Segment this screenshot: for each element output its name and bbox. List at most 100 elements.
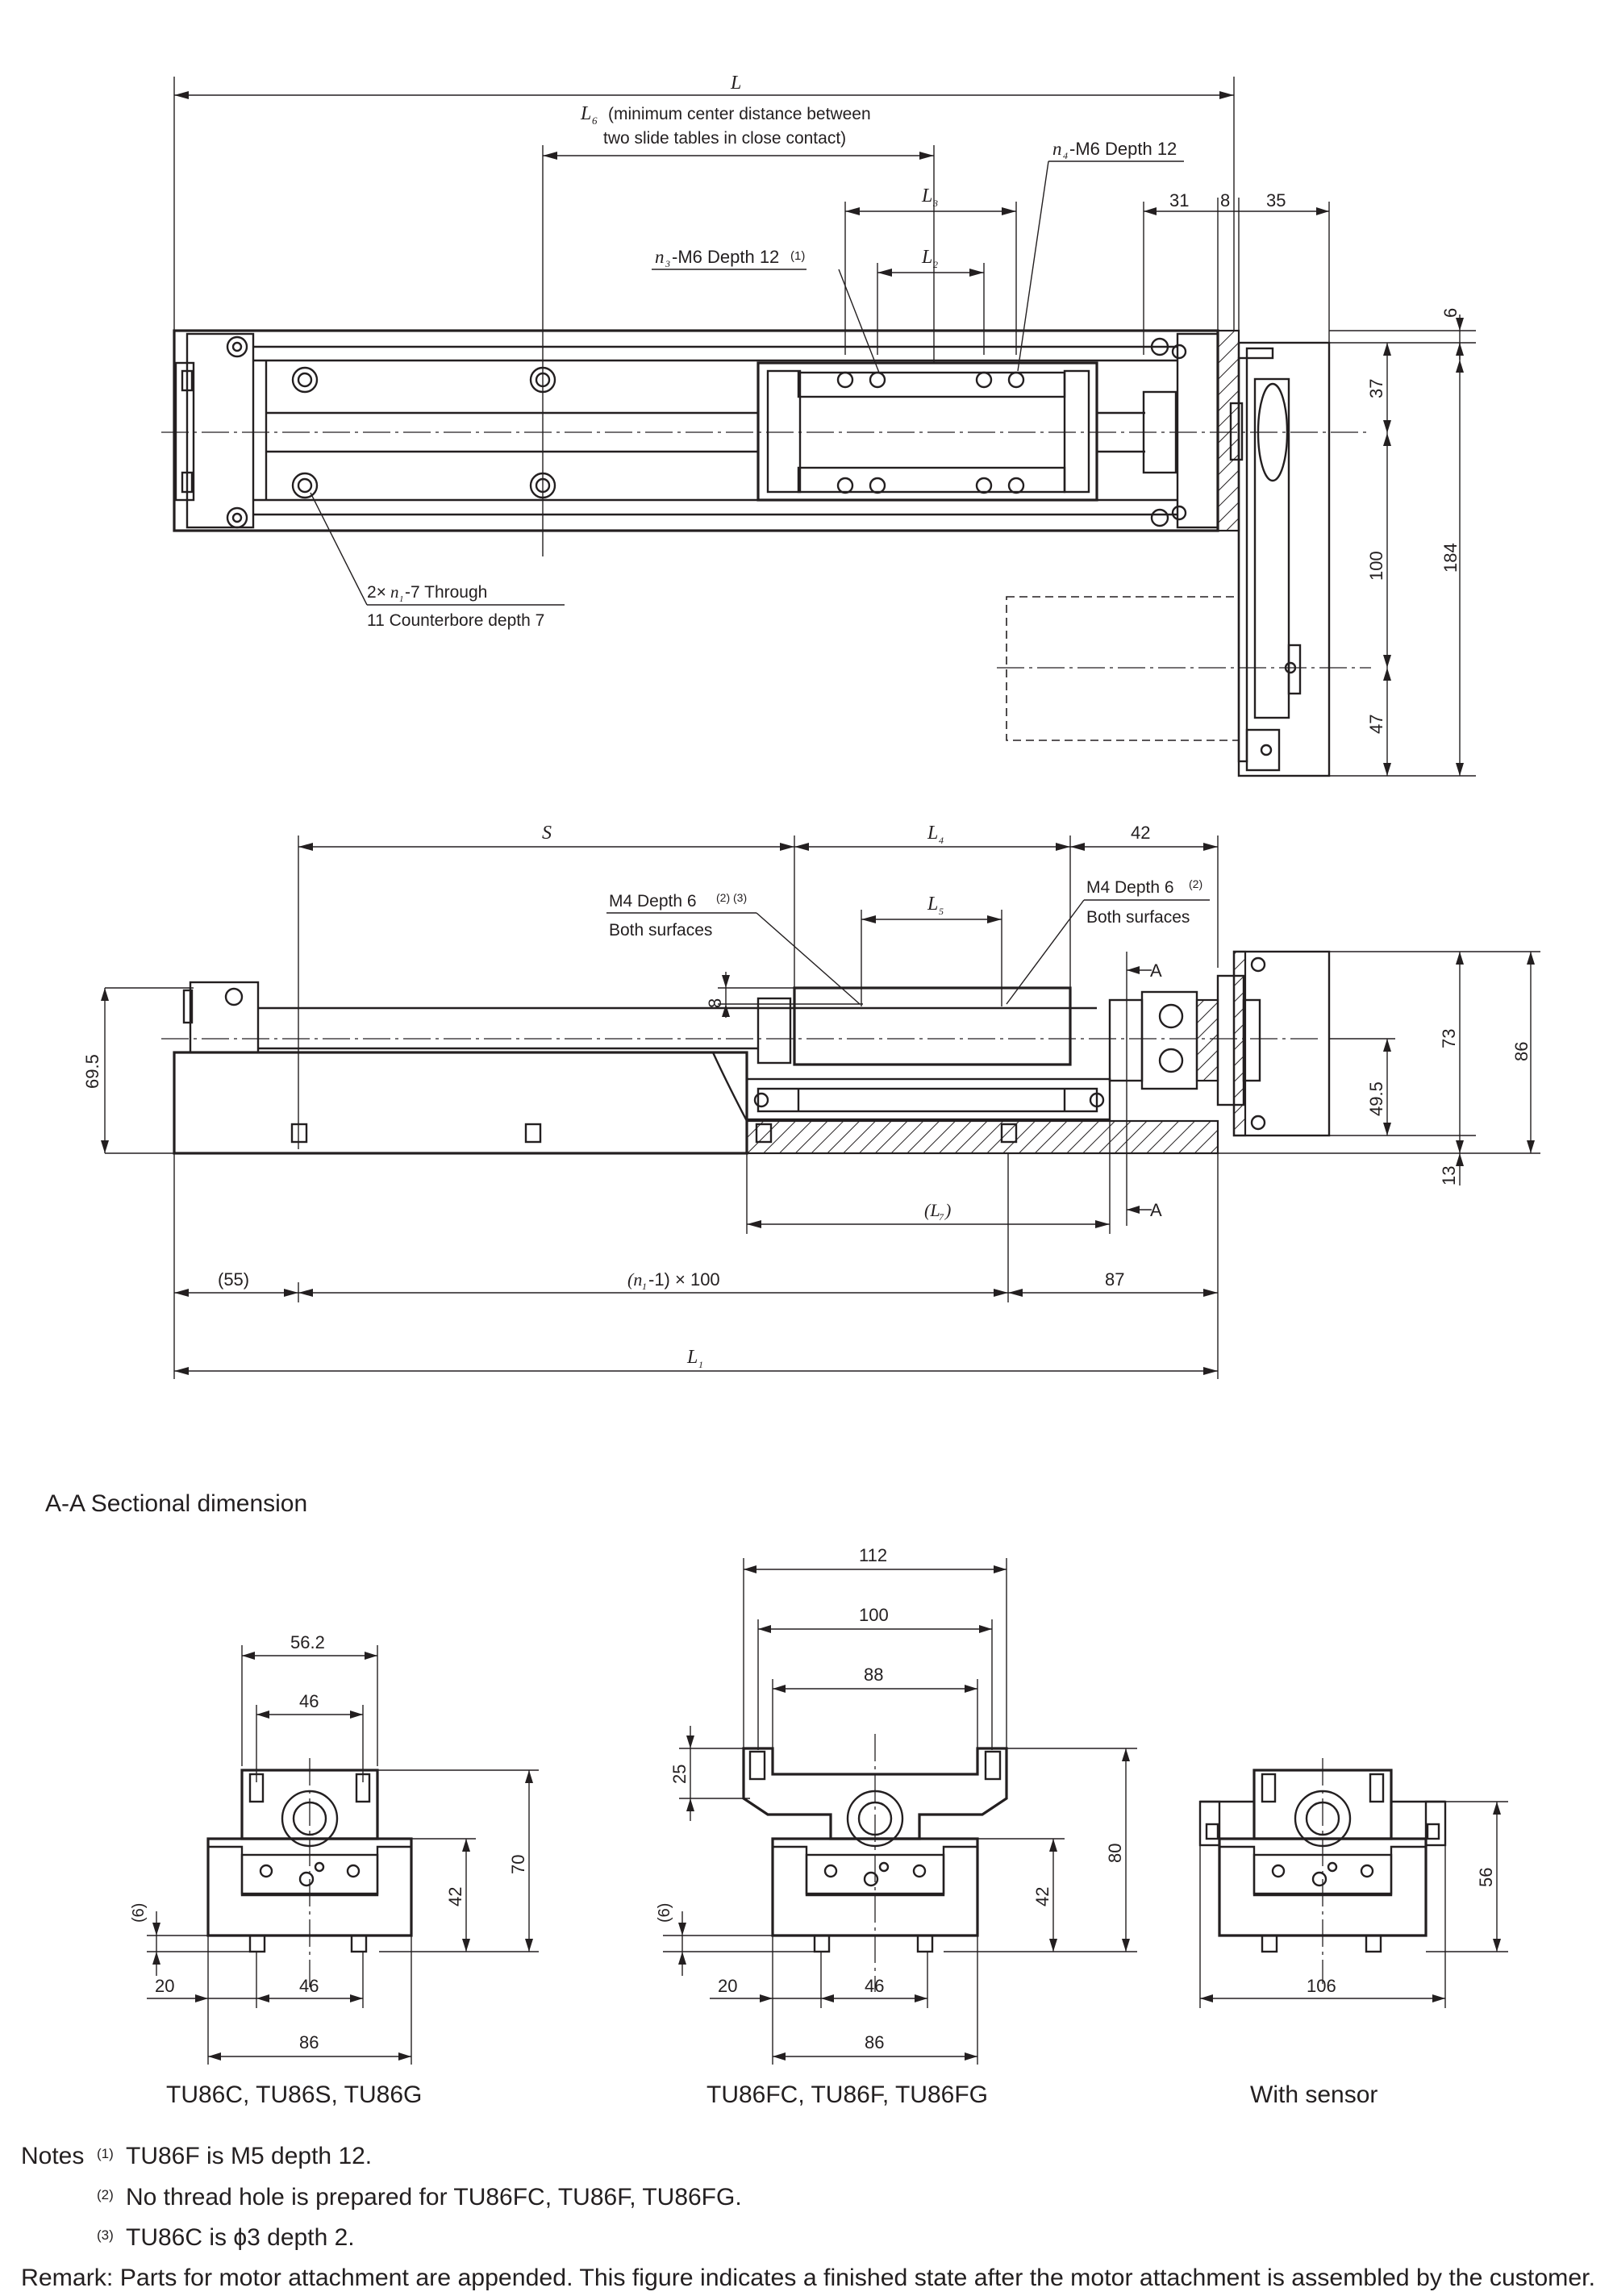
m4-left-both: Both surfaces — [609, 921, 712, 940]
dim-86: 86 — [1511, 1042, 1532, 1061]
notes: Notes (1) TU86F is M5 depth 12. (2) No t… — [21, 2143, 1595, 2291]
dim-L3: L — [921, 185, 932, 206]
m4-right-both: Both surfaces — [1086, 908, 1190, 927]
caption-tu86c: TU86C, TU86S, TU86G — [166, 2081, 422, 2108]
svg-text:46: 46 — [299, 1976, 319, 1996]
svg-text:1: 1 — [698, 1359, 703, 1370]
caption-tu86fc: TU86FC, TU86F, TU86FG — [706, 2081, 988, 2108]
dim-55: (55) — [218, 1269, 249, 1290]
dim-6: 6 — [1440, 308, 1461, 318]
svg-text:(1): (1) — [790, 249, 805, 263]
svg-text:6: 6 — [592, 115, 598, 127]
svg-text:3: 3 — [665, 258, 670, 269]
svg-text:(1): (1) — [97, 2146, 114, 2161]
svg-text:(3): (3) — [97, 2227, 114, 2243]
side-view: S L 4 42 L 5 M4 Depth 6 (2) (3) Both sur… — [82, 823, 1540, 1379]
through-hole-callout: 2× n 1 -7 Through 11 Counterbore depth 7 — [310, 492, 565, 630]
svg-text:100: 100 — [859, 1605, 889, 1625]
svg-text:7: 7 — [939, 1211, 944, 1223]
svg-text:42: 42 — [445, 1887, 465, 1906]
dim-100: 100 — [1366, 551, 1386, 581]
svg-text:4: 4 — [939, 835, 944, 846]
svg-text:1: 1 — [642, 1281, 647, 1292]
dim-S: S — [542, 823, 552, 844]
dim-35: 35 — [1266, 190, 1286, 210]
mounting-holes — [226, 335, 1187, 529]
svg-text:112: 112 — [859, 1545, 887, 1565]
n3-text: -M6 Depth 12 — [672, 247, 779, 267]
svg-text:56.2: 56.2 — [290, 1632, 325, 1652]
svg-text:(6): (6) — [130, 1903, 148, 1923]
dim-49-5: 49.5 — [1366, 1081, 1386, 1116]
svg-text:20: 20 — [155, 1976, 174, 1996]
svg-text:5: 5 — [939, 906, 944, 917]
top-view: L L 6 (minimum center distance between t… — [161, 73, 1476, 777]
caption-with-sensor: With sensor — [1250, 2081, 1378, 2108]
svg-text:42: 42 — [1032, 1887, 1052, 1906]
svg-text:2: 2 — [933, 259, 938, 270]
n4-text: -M6 Depth 12 — [1069, 139, 1177, 159]
svg-text:70: 70 — [508, 1855, 528, 1874]
svg-text:86: 86 — [299, 2032, 319, 2052]
dim-73: 73 — [1439, 1029, 1459, 1048]
svg-text:4: 4 — [1063, 150, 1068, 161]
svg-text:80: 80 — [1105, 1844, 1125, 1863]
svg-text:46: 46 — [299, 1691, 319, 1711]
m4-left-text: M4 Depth 6 — [609, 892, 697, 910]
dim-side-8: 8 — [705, 998, 725, 1008]
note-1: TU86F is M5 depth 12. — [126, 2143, 372, 2169]
dim-87: 87 — [1105, 1269, 1124, 1290]
svg-text:-1) × 100: -1) × 100 — [648, 1269, 720, 1290]
dim-L5: L — [927, 894, 938, 915]
dim-8: 8 — [1220, 190, 1230, 210]
m4-right-text: M4 Depth 6 — [1086, 878, 1174, 897]
table-holes — [836, 371, 1025, 494]
dim-47: 47 — [1366, 715, 1386, 734]
dim-pitch: (n — [627, 1269, 642, 1290]
section-view-with-sensor: 56 106 With sensor — [1198, 1758, 1508, 2108]
section-A-top: A — [1150, 960, 1162, 981]
notes-label: Notes — [21, 2143, 84, 2169]
dim-L: L — [730, 73, 741, 94]
dim-42: 42 — [1131, 823, 1150, 843]
svg-text:-7 Through: -7 Through — [405, 583, 487, 602]
section-view-tu86fc: 112 100 88 25 — [656, 1545, 1137, 2108]
section-A-bottom: A — [1150, 1200, 1162, 1220]
svg-text:88: 88 — [864, 1665, 883, 1685]
svg-text:(2) (3): (2) (3) — [716, 891, 747, 904]
dim-L7: (L — [924, 1200, 940, 1220]
svg-text:56: 56 — [1476, 1868, 1496, 1887]
dim-69-5: 69.5 — [82, 1054, 102, 1089]
svg-text:106: 106 — [1307, 1976, 1336, 1996]
counterbore-text: 11 Counterbore depth 7 — [367, 611, 544, 630]
svg-text:25: 25 — [669, 1765, 690, 1784]
n4-label: n — [1052, 139, 1062, 159]
note-3: TU86C is ϕ3 depth 2. — [126, 2224, 355, 2251]
svg-text:): ) — [944, 1200, 951, 1220]
svg-text:20: 20 — [718, 1976, 737, 1996]
dim-L4: L — [927, 823, 938, 844]
svg-text:(2): (2) — [1189, 877, 1202, 890]
svg-text:3: 3 — [932, 198, 938, 209]
note-2: No thread hole is prepared for TU86FC, T… — [126, 2184, 742, 2211]
svg-text:(6): (6) — [656, 1903, 673, 1923]
section-view-tu86c: 56.2 46 42 70 (6) — [130, 1632, 539, 2108]
section-title: A-A Sectional dimension — [45, 1490, 307, 1517]
dim-184: 184 — [1440, 543, 1461, 573]
svg-text:n: n — [390, 582, 399, 602]
svg-text:1: 1 — [399, 594, 404, 604]
l6-note-line1: (minimum center distance between — [608, 105, 871, 123]
dim-L6: L — [580, 103, 591, 124]
dim-L2: L — [921, 247, 932, 268]
svg-text:2×: 2× — [367, 583, 386, 602]
dim-37: 37 — [1366, 379, 1386, 398]
dim-L1: L — [686, 1347, 698, 1368]
dim-13: 13 — [1439, 1166, 1459, 1186]
l6-note-line2: two slide tables in close contact) — [603, 129, 846, 148]
n3-label: n — [655, 247, 665, 267]
dim-31: 31 — [1169, 190, 1189, 210]
svg-text:46: 46 — [865, 1976, 884, 1996]
svg-text:(2): (2) — [97, 2187, 114, 2202]
svg-text:86: 86 — [865, 2032, 884, 2052]
